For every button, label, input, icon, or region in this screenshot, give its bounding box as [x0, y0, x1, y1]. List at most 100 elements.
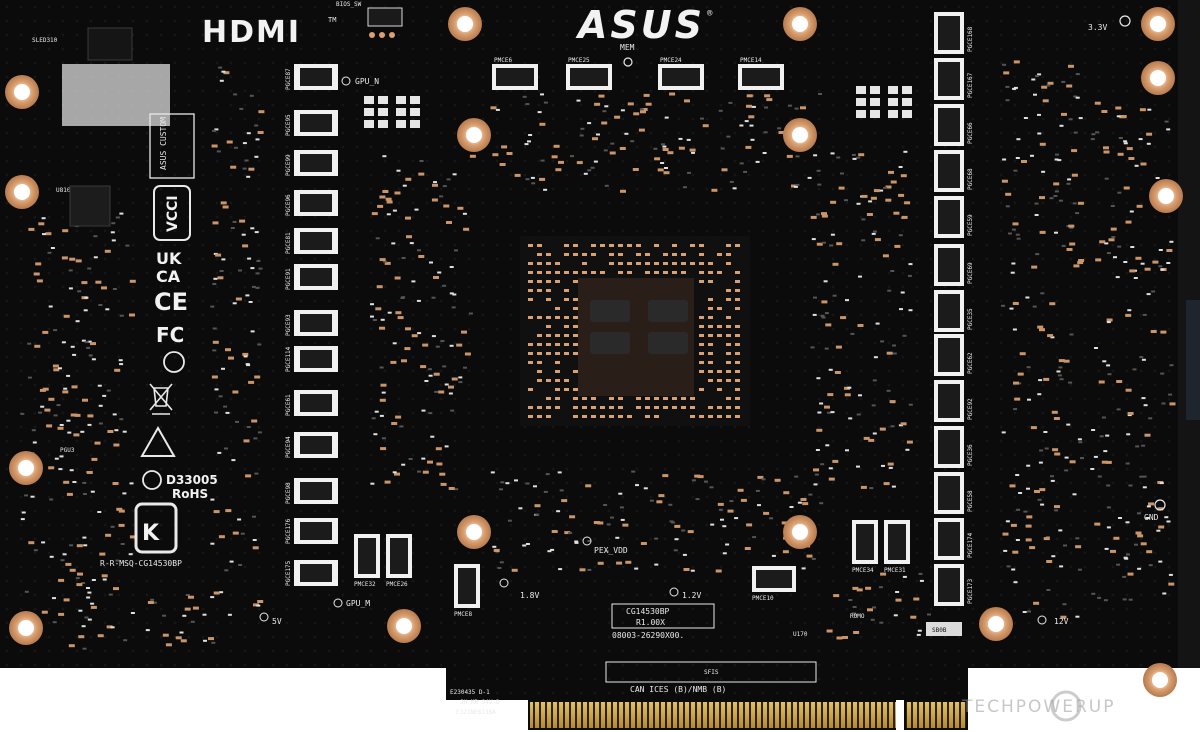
- bga-pad: [618, 397, 623, 400]
- bga-pad: [600, 406, 605, 409]
- smd-component: [219, 79, 224, 82]
- smd-component: [866, 213, 873, 216]
- bga-pad: [672, 397, 677, 400]
- smd-component: [823, 280, 828, 283]
- smd-component: [454, 488, 459, 491]
- bga-pad: [726, 415, 731, 418]
- resistor-pad: [888, 110, 898, 118]
- smd-component: [238, 564, 243, 566]
- smd-component: [550, 548, 555, 551]
- smd-component: [1012, 302, 1019, 305]
- smd-component: [870, 196, 877, 200]
- bga-pad: [717, 271, 722, 274]
- smd-component: [1016, 138, 1021, 141]
- smd-component: [624, 132, 629, 135]
- bga-pad: [582, 406, 587, 409]
- smd-component: [83, 309, 88, 312]
- smd-component: [1066, 182, 1071, 185]
- pgu-label: PGU3: [60, 447, 75, 454]
- bga-pad: [645, 415, 650, 418]
- smd-component: [235, 420, 239, 423]
- smd-component: [1162, 592, 1167, 595]
- smd-component: [232, 302, 237, 305]
- smd-component: [62, 390, 69, 394]
- smd-component: [448, 487, 455, 490]
- smd-component: [211, 641, 216, 644]
- smd-component: [1026, 515, 1033, 519]
- smd-component: [58, 468, 63, 471]
- bga-pad: [546, 316, 551, 319]
- smd-component: [202, 613, 207, 616]
- smd-component: [593, 160, 598, 163]
- smd-component: [748, 115, 755, 119]
- smd-component: [162, 633, 169, 637]
- smd-component: [898, 193, 905, 197]
- smd-component: [1037, 73, 1042, 76]
- smd-component: [654, 563, 659, 566]
- smd-component: [86, 346, 91, 349]
- smd-component: [810, 215, 817, 219]
- bga-pad: [708, 271, 713, 274]
- smd-component: [68, 269, 73, 272]
- d-code: D33005: [166, 473, 218, 487]
- smd-component: [1111, 236, 1116, 239]
- smd-component: [751, 105, 756, 108]
- smd-component: [254, 472, 259, 475]
- smd-component: [755, 489, 760, 492]
- weee-bin-icon: [149, 383, 173, 415]
- smd-component: [1113, 536, 1120, 540]
- smd-component: [908, 263, 913, 266]
- smd-component: [691, 151, 695, 154]
- bga-pad: [546, 397, 551, 400]
- techpowerup-watermark: TECHPOWERUP: [961, 697, 1115, 717]
- smd-component: [243, 439, 250, 443]
- smd-component: [604, 550, 609, 553]
- smd-component: [836, 242, 843, 246]
- smd-component: [27, 376, 32, 379]
- smd-component: [501, 145, 508, 149]
- smd-component: [76, 583, 83, 587]
- smd-component: [838, 186, 845, 190]
- smd-component: [72, 353, 77, 356]
- smd-component: [247, 257, 252, 260]
- smd-component: [835, 345, 842, 349]
- capacitor-labels: PGCE87PGCE95PGCE99PGCE96PGCE81PGCE91PGCE…: [285, 26, 974, 618]
- bga-pad: [591, 397, 596, 400]
- smd-component: [451, 306, 456, 309]
- smd-component: [379, 326, 385, 330]
- smd-component: [1047, 81, 1054, 85]
- capacitor-label: PGCE176: [285, 518, 292, 544]
- smd-component: [793, 185, 798, 188]
- smd-component: [1012, 328, 1017, 331]
- smd-component: [1117, 152, 1124, 156]
- smd-component: [830, 411, 835, 414]
- smd-component: [543, 490, 548, 493]
- smd-component: [418, 172, 425, 176]
- smd-component: [456, 343, 463, 347]
- bga-pad: [546, 253, 551, 256]
- bga-pad: [636, 253, 641, 256]
- smd-component: [1106, 506, 1111, 509]
- smd-component: [83, 544, 88, 547]
- smd-component: [20, 518, 25, 521]
- smd-component: [386, 200, 393, 204]
- capacitor-label: PGCE58: [967, 490, 974, 512]
- smd-component: [50, 247, 55, 249]
- hdmi-tm: TM: [328, 16, 336, 24]
- bga-pad: [546, 415, 551, 418]
- bga-pad: [618, 253, 623, 256]
- smd-component: [1095, 258, 1102, 262]
- smd-component: [435, 345, 440, 348]
- smd-component: [852, 157, 857, 160]
- smd-component: [405, 327, 411, 331]
- smd-component: [1023, 117, 1028, 119]
- smd-component: [243, 355, 248, 358]
- smd-component: [886, 351, 893, 355]
- smd-component: [1091, 592, 1096, 595]
- capacitor-label: PGCE66: [967, 122, 974, 144]
- smd-component: [1002, 158, 1007, 161]
- smd-component: [726, 135, 731, 138]
- smd-component: [568, 532, 573, 534]
- bga-pad: [654, 397, 659, 400]
- bga-pad: [537, 262, 542, 265]
